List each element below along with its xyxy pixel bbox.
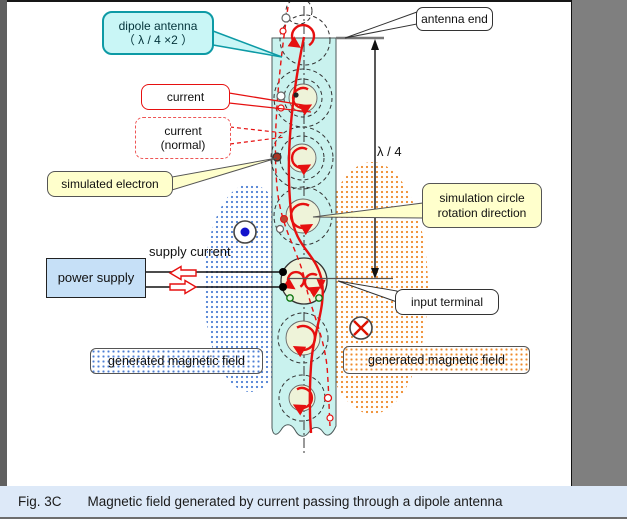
figure-caption-text: Magnetic field generated by current pass… <box>87 494 503 509</box>
lambda-quarter-dimension <box>288 36 393 280</box>
callout-pointers <box>171 11 424 303</box>
antenna-end-callout: antenna end <box>416 7 493 31</box>
feed-lines <box>146 268 287 291</box>
antenna-end-label: antenna end <box>421 11 488 26</box>
rotation-arrows <box>282 23 322 416</box>
lambda-quarter-label: λ / 4 <box>377 144 423 160</box>
generated-field-left-label: generated magnetic field <box>108 353 245 368</box>
current-curve <box>287 36 324 434</box>
frame-right-bar <box>571 0 627 486</box>
generated-field-left-box: generated magnetic field <box>90 348 263 374</box>
supply-arrow-left <box>168 265 197 281</box>
input-terminal-callout: input terminal <box>395 289 499 315</box>
power-supply-label: power supply <box>57 270 135 286</box>
current-leader-1 <box>228 92 310 107</box>
generated-field-right-label: generated magnetic field <box>368 352 505 367</box>
simulated-electron-dot <box>272 152 282 162</box>
simulated-electron-label: simulated electron <box>61 176 159 191</box>
current-callout: current <box>141 84 230 110</box>
supply-arrow-right <box>169 279 198 295</box>
simulation-circle-callout: simulation circle rotation direction <box>422 183 542 228</box>
dipole-antenna-label-line2: （ λ / 4 ×2 ） <box>122 33 194 47</box>
dipole-antenna-label-line1: dipole antenna <box>118 18 198 33</box>
generated-field-right-box: generated magnetic field <box>343 346 530 374</box>
power-supply-box: power supply <box>46 258 146 298</box>
current-normal-leader-1 <box>229 126 285 134</box>
current-normal-label-line1: current <box>164 123 202 138</box>
sim-circle-label-line1: simulation circle <box>439 191 525 206</box>
field-out-of-page-symbol <box>233 220 257 244</box>
field-into-page-symbol <box>349 316 373 340</box>
frame-left-bar <box>0 0 7 486</box>
current-normal-curve <box>274 6 331 427</box>
current-leader-2 <box>228 102 312 113</box>
dipole-antenna-callout: dipole antenna （ λ / 4 ×2 ） <box>102 11 214 55</box>
simulated-electron-pointer <box>171 157 278 191</box>
input-terminal-label: input terminal <box>410 294 484 309</box>
supply-current-label: supply current <box>149 244 269 260</box>
sim-circle-label-line2: rotation direction <box>437 205 527 220</box>
frame-top-border <box>0 0 572 2</box>
supply-current-text: supply current <box>149 244 231 260</box>
current-normal-label-line2: (normal) <box>160 138 206 152</box>
antenna-end-pointer <box>344 11 418 39</box>
figure-caption-bar: Fig. 3C Magnetic field generated by curr… <box>0 486 627 519</box>
current-arrowhead <box>316 279 326 290</box>
current-label: current <box>166 89 205 104</box>
figure-caption-number: Fig. 3C <box>18 494 62 509</box>
current-normal-leader-2 <box>229 136 286 145</box>
supply-current-arrows <box>168 265 198 295</box>
simulated-electron-callout: simulated electron <box>47 171 173 197</box>
current-normal-callout: current (normal) <box>135 117 231 159</box>
lambda-quarter-text: λ / 4 <box>377 144 402 159</box>
